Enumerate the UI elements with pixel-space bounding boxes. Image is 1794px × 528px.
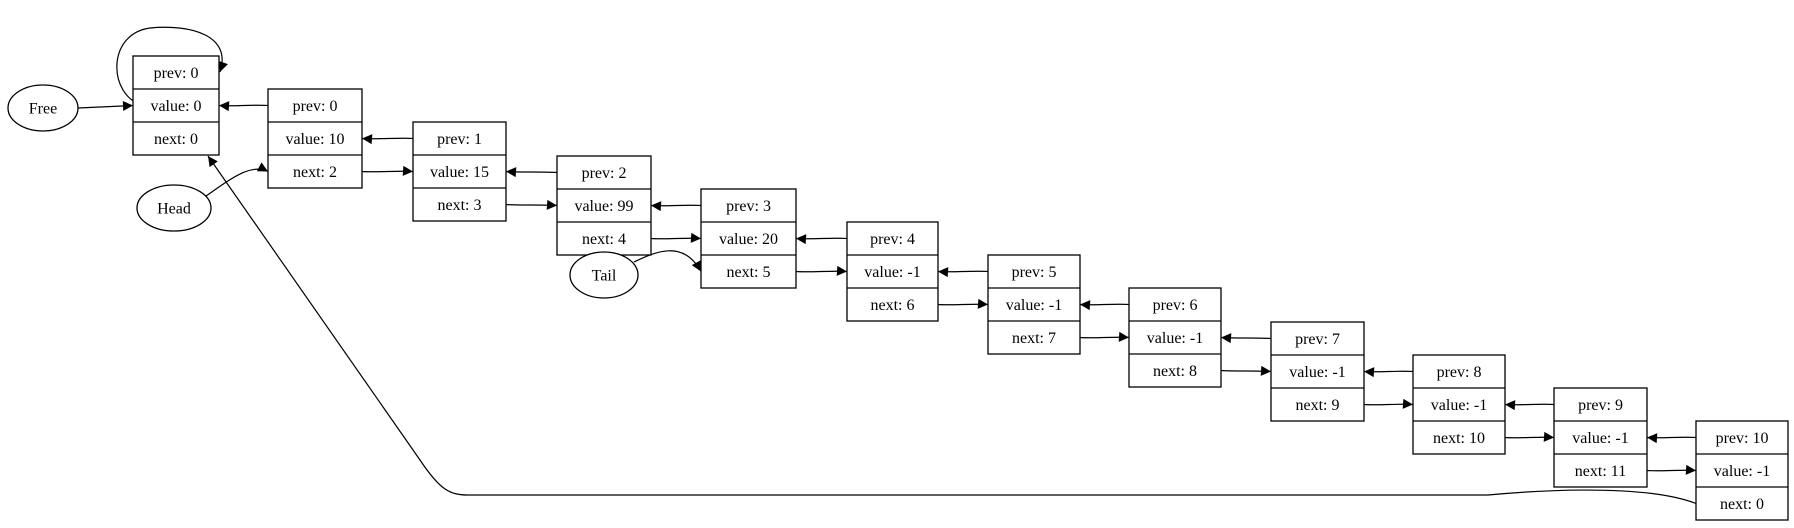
list-node: prev: 6 value: -1 next: 8 [1128, 287, 1222, 388]
list-node: prev: 9 value: -1 next: 11 [1553, 387, 1648, 488]
prev-link-arrow [937, 267, 989, 278]
prev-link-arrow [1079, 300, 1130, 311]
prev-link-arrow [1646, 433, 1697, 444]
node-next-field: next: 8 [1153, 363, 1197, 380]
list-node: prev: 10 value: -1 next: 0 [1695, 420, 1789, 521]
node-prev-field: prev: 3 [726, 198, 771, 215]
node-value-field: value: 15 [430, 164, 489, 181]
pointer-label: Tail [592, 268, 617, 285]
node-next-field: next: 9 [1296, 397, 1340, 414]
pointer-ellipse [136, 184, 212, 232]
node-value-field: value: -1 [1714, 463, 1770, 480]
node-next-field: next: 11 [1575, 463, 1626, 480]
prev-link-arrow [1363, 367, 1414, 378]
next-link-arrow [1363, 398, 1414, 409]
list-node: prev: 5 value: -1 next: 7 [987, 254, 1081, 355]
list-node: prev: 1 value: 15 next: 3 [412, 121, 507, 222]
next-link-arrow [1079, 331, 1130, 342]
node-next-field: next: 4 [582, 231, 626, 248]
node-prev-field: prev: 5 [1012, 264, 1057, 281]
next-link-arrow [1646, 464, 1697, 475]
node-next-field: next: 5 [727, 264, 771, 281]
list-node: prev: 0 value: 10 next: 2 [267, 88, 363, 189]
node-prev-field: prev: 4 [870, 231, 915, 248]
node-prev-field: prev: 9 [1578, 397, 1623, 414]
node-next-field: next: 6 [871, 297, 915, 314]
next-link-arrow [361, 165, 414, 176]
node-value-field: value: -1 [1289, 364, 1345, 381]
node-value-field: value: 20 [719, 231, 778, 248]
next-link-arrow [795, 265, 848, 276]
node-value-field: value: 0 [150, 98, 201, 115]
node-prev-field: prev: 8 [1437, 364, 1482, 381]
next-link-arrow [505, 199, 558, 210]
list-node: prev: 4 value: -1 next: 6 [846, 221, 939, 322]
node-value-field: value: 10 [285, 131, 344, 148]
prev-link-arrow [650, 201, 702, 212]
node-prev-field: prev: 1 [437, 131, 482, 148]
node-prev-field: prev: 0 [154, 65, 199, 82]
node-next-field: next: 2 [293, 164, 337, 181]
prev-link-arrow [361, 134, 414, 145]
list-node: prev: 7 value: -1 next: 9 [1270, 321, 1365, 422]
node-next-field: next: 0 [1720, 496, 1764, 513]
node-value-field: value: -1 [1147, 330, 1203, 347]
node-prev-field: prev: 6 [1153, 297, 1198, 314]
node-box [987, 254, 1081, 355]
free-pointer-arrow [77, 100, 134, 111]
node-value-field: value: -1 [1431, 397, 1487, 414]
list-node: prev: 0 value: 0 next: 0 [132, 55, 220, 156]
tail-pointer-arrow [633, 250, 702, 272]
node-prev-field: prev: 10 [1716, 430, 1769, 447]
node-next-field: next: 10 [1433, 430, 1485, 447]
pointer-ellipse [569, 251, 639, 299]
node-value-field: value: -1 [1006, 297, 1062, 314]
self-loop-arrow [116, 26, 228, 107]
prev-link-arrow [795, 234, 848, 245]
node-box [700, 188, 797, 289]
node-box [1270, 321, 1365, 422]
wraparound-arrow [207, 155, 1697, 505]
node-next-field: next: 7 [1012, 330, 1056, 347]
prev-link-arrow [1220, 333, 1272, 344]
node-next-field: next: 3 [438, 197, 482, 214]
pointer-label: Free [29, 101, 57, 118]
node-box [1553, 387, 1648, 488]
node-box [132, 55, 220, 156]
prev-link-arrow [1504, 400, 1555, 411]
pointer-head: Head [136, 184, 212, 232]
prev-link-arrow [218, 101, 269, 112]
next-link-arrow [937, 298, 989, 309]
node-value-field: value: 99 [574, 198, 633, 215]
node-value-field: value: -1 [864, 264, 920, 281]
node-box [1412, 354, 1506, 455]
node-prev-field: prev: 2 [582, 165, 627, 182]
node-box [1695, 420, 1789, 521]
prev-link-arrow [505, 167, 558, 178]
node-prev-field: prev: 0 [293, 98, 338, 115]
next-link-arrow [1504, 431, 1555, 442]
pointer-free: Free [7, 84, 79, 132]
pointer-label: Head [157, 201, 191, 218]
pointer-ellipse [7, 84, 79, 132]
next-link-arrow [1220, 365, 1272, 376]
node-box [267, 88, 363, 189]
pointer-tail: Tail [569, 251, 639, 299]
node-prev-field: prev: 7 [1295, 331, 1340, 348]
node-next-field: next: 0 [154, 131, 198, 148]
list-node: prev: 3 value: 20 next: 5 [700, 188, 797, 289]
node-box [412, 121, 507, 222]
list-node: prev: 2 value: 99 next: 4 [556, 155, 652, 256]
head-pointer-arrow [205, 162, 269, 197]
next-link-arrow [650, 232, 702, 243]
node-box [1128, 287, 1222, 388]
node-value-field: value: -1 [1572, 430, 1628, 447]
list-node: prev: 8 value: -1 next: 10 [1412, 354, 1506, 455]
node-box [846, 221, 939, 322]
